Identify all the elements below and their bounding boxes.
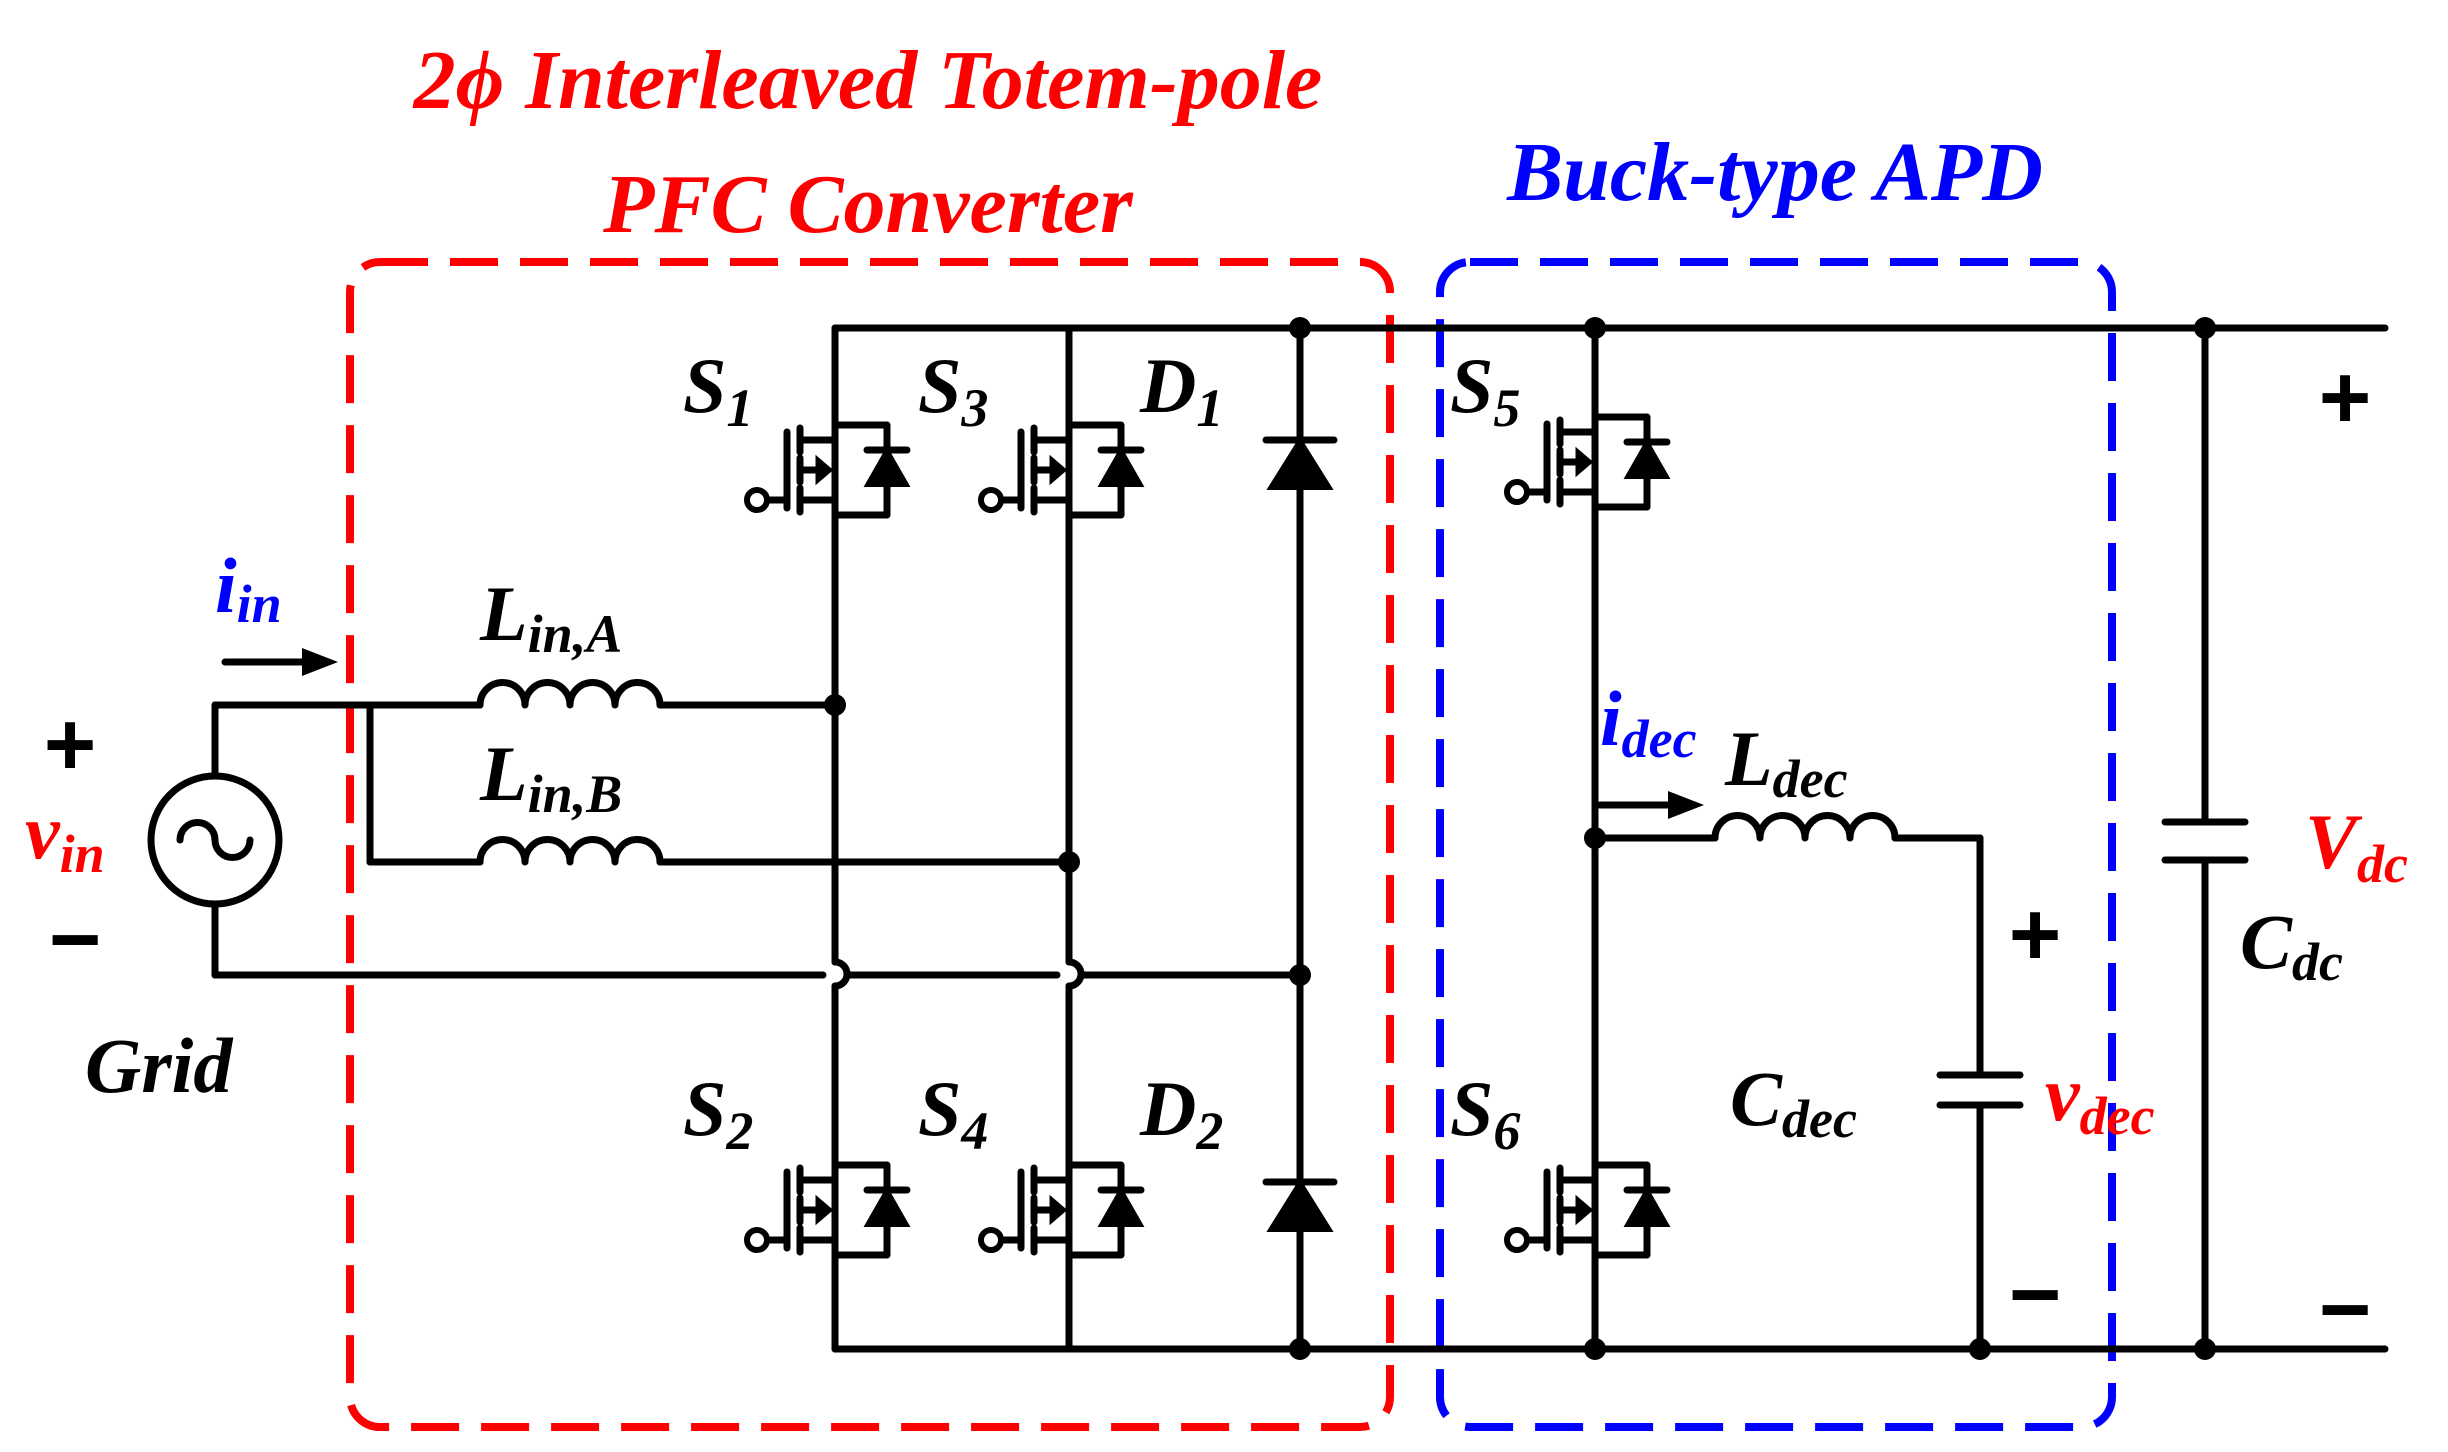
label-s1: S1: [683, 342, 753, 438]
switch-s4: [981, 1140, 1141, 1280]
label-s3: S3: [918, 342, 988, 438]
vdc-plus-sign: +: [2319, 348, 2372, 448]
junction-dots: [824, 317, 2216, 1360]
vdec-plus-sign: +: [2009, 885, 2062, 985]
diode-d1: [1262, 436, 1338, 490]
arrow-idec: [1596, 791, 1704, 819]
label-vdc: Vdc: [2305, 798, 2408, 894]
arrow-iin: [221, 648, 338, 676]
switch-s2: [747, 1140, 907, 1280]
switch-s5: [1507, 392, 1667, 532]
label-ldec: Ldec: [1724, 715, 1848, 809]
label-linb: Lin,B: [479, 730, 622, 824]
pfc-title-line1: 2ϕ Interleaved Totem-pole: [412, 34, 1323, 127]
vin-plus-sign: +: [44, 695, 97, 795]
inductor-ldec: [1711, 812, 1899, 842]
label-s2: S2: [683, 1065, 753, 1161]
label-s6: S6: [1450, 1065, 1520, 1161]
switch-s3: [981, 400, 1141, 540]
vin-minus-sign: −: [49, 890, 102, 990]
pfc-title-line2: PFC Converter: [602, 158, 1134, 251]
inductor-lina: [476, 679, 664, 709]
pfc-converter-box: [346, 258, 1394, 1431]
label-iin: iin: [215, 542, 282, 634]
label-cdc: Cdc: [2240, 898, 2343, 992]
label-d2: D2: [1139, 1065, 1223, 1161]
label-vdec: vdec: [2045, 1050, 2155, 1146]
vdc-minus-sign: −: [2319, 1260, 2372, 1360]
diode-d2: [1262, 1178, 1338, 1232]
label-vin: vin: [25, 788, 105, 884]
label-d1: D1: [1139, 342, 1223, 438]
inductor-linb: [476, 836, 664, 866]
apd-box: [1436, 258, 2116, 1431]
label-s5: S5: [1450, 342, 1520, 438]
label-lina: Lin,A: [479, 570, 622, 664]
label-s4: S4: [918, 1065, 988, 1161]
vdec-minus-sign: −: [2009, 1245, 2062, 1345]
label-grid: Grid: [85, 1022, 233, 1109]
label-cdec: Cdec: [1730, 1055, 1857, 1149]
label-idec: idec: [1600, 675, 1697, 769]
switch-s6: [1507, 1140, 1667, 1280]
switch-s1: [747, 400, 907, 540]
apd-title: Buck-type APD: [1506, 126, 2043, 219]
capacitor-cdec: [1936, 1071, 2024, 1109]
capacitor-cdc: [2161, 818, 2249, 864]
ac-source: [147, 772, 283, 908]
